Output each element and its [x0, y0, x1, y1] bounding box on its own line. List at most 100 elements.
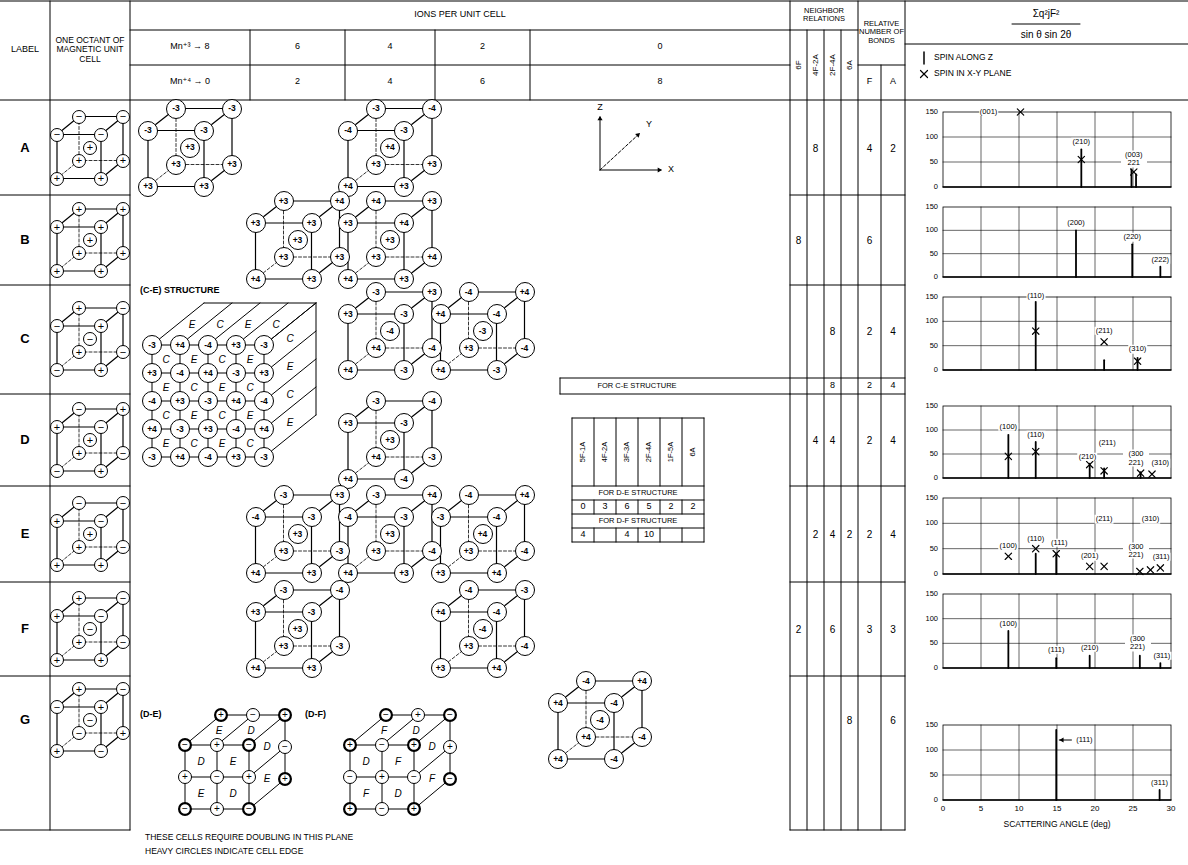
lattice-line	[204, 303, 316, 304]
chart-grid	[1019, 725, 1020, 800]
ion-site: -3	[142, 335, 162, 355]
octant-site: −	[94, 744, 108, 758]
site-charge: −	[250, 710, 256, 720]
ion-site: -4	[487, 602, 507, 622]
site-charge: −	[120, 684, 126, 695]
octant-site: −	[116, 345, 130, 359]
circle-shape	[95, 364, 108, 377]
structure-letter: E	[163, 382, 170, 393]
site-charge: -4	[204, 453, 212, 462]
ion-site: +3	[459, 636, 479, 656]
circle-shape	[143, 336, 162, 355]
row-label: B	[20, 233, 29, 247]
circle-shape	[339, 214, 358, 233]
structure-letter: E	[287, 417, 294, 428]
ion-site: +4	[338, 269, 358, 289]
reflection-label: (311)	[1152, 553, 1171, 561]
spin-site: +	[343, 738, 357, 752]
structure-letter: E	[191, 354, 198, 365]
ion-site: +3	[180, 138, 200, 158]
table-rule	[704, 418, 705, 542]
circle-shape	[143, 364, 162, 383]
chart-grid	[943, 137, 1171, 138]
circle-shape	[51, 559, 64, 572]
circle-shape	[549, 750, 568, 769]
ion-site: +4	[422, 485, 442, 505]
table-rule	[0, 830, 130, 831]
ion-site: +4	[366, 338, 386, 358]
ion-site: -3	[394, 360, 414, 380]
site-charge: +	[347, 740, 353, 750]
ion-count: 6	[480, 77, 485, 87]
site-charge: -3	[521, 586, 529, 595]
site-charge: +	[120, 155, 126, 166]
circle-shape	[167, 99, 186, 118]
circle-shape	[431, 305, 450, 324]
xy-spin-mark	[1033, 448, 1039, 454]
circle-shape	[211, 803, 224, 816]
site-charge: +4	[399, 219, 409, 228]
reflection-label: (001)	[979, 108, 999, 116]
legend-text: SPIN ALONG Z	[934, 53, 993, 62]
ion-site: +4	[515, 282, 535, 302]
table-rule	[530, 30, 531, 100]
site-charge: −	[120, 498, 126, 509]
chart-frame	[943, 594, 1171, 668]
site-charge: +	[120, 204, 126, 215]
structure-letter: E	[216, 725, 223, 736]
site-charge: -4	[428, 344, 436, 353]
ion-site: +4	[473, 524, 493, 544]
ion-count: 8	[657, 77, 662, 87]
ion-site: -4	[226, 419, 246, 439]
ion-count: 2	[480, 42, 485, 52]
chart-grid	[1133, 498, 1134, 574]
tick-label: 15	[1053, 805, 1062, 814]
circle-shape	[423, 99, 442, 118]
circle-shape	[117, 110, 130, 123]
site-charge: +3	[399, 275, 409, 284]
circle-shape	[171, 392, 190, 411]
site-charge: +	[54, 560, 60, 571]
ion-site: +3	[288, 230, 308, 250]
chart-grid	[981, 207, 982, 277]
circle-shape	[95, 128, 108, 141]
site-charge: −	[120, 111, 126, 122]
ion-site: -3	[170, 419, 190, 439]
intensity-bar	[1137, 358, 1139, 370]
site-charge: -3	[200, 126, 208, 135]
circle-shape	[117, 247, 130, 260]
ion-site: +4	[431, 602, 451, 622]
site-charge: −	[76, 728, 82, 739]
circle-shape	[274, 581, 293, 600]
site-charge: -3	[308, 513, 316, 522]
legend-cross-sample	[921, 71, 928, 78]
chart-grid	[981, 725, 982, 800]
octant-site: −	[83, 713, 97, 727]
spin-site: −	[375, 802, 389, 816]
table-rule	[881, 65, 882, 830]
ion-site: -4	[604, 693, 624, 713]
tick-label: 0	[934, 664, 938, 672]
site-charge: +	[76, 155, 82, 166]
site-charge: -3	[172, 104, 180, 113]
circle-shape	[51, 364, 64, 377]
circle-shape	[515, 339, 534, 358]
reflection-label: (211)	[1095, 327, 1114, 335]
ion-site: +4	[246, 269, 266, 289]
tick-label: 150	[925, 203, 938, 211]
table-value: 3	[867, 624, 873, 635]
octant-site: −	[72, 402, 86, 416]
ion-site: -4	[338, 121, 358, 141]
octant-site: −	[116, 446, 130, 460]
site-charge: +	[54, 655, 60, 666]
tick-label: 50	[930, 450, 938, 458]
site-charge: +3	[147, 369, 157, 378]
reflection-label: (111)	[1075, 736, 1093, 744]
ion-site: +3	[380, 430, 400, 450]
circle-shape	[117, 683, 130, 696]
circle-shape	[73, 154, 86, 167]
circle-shape	[412, 709, 425, 722]
table-value: 8	[847, 715, 853, 726]
circle-shape	[227, 448, 246, 467]
chart-grid	[943, 253, 1171, 254]
